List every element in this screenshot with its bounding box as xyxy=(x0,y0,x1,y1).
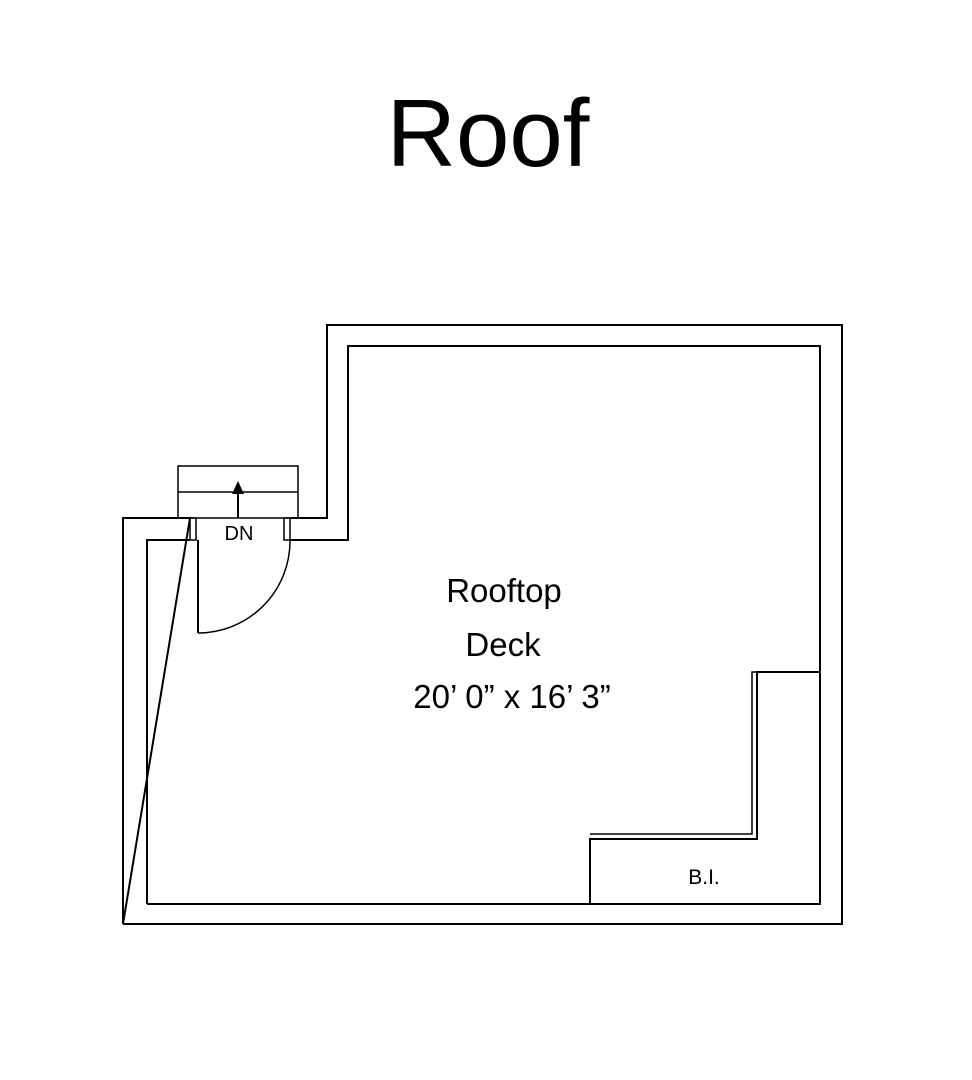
built-in-unit-inner xyxy=(590,671,820,835)
stair-label: DN xyxy=(225,523,254,545)
outer-wall xyxy=(122,324,843,925)
stair-arrow-head xyxy=(232,481,244,494)
inner-wall xyxy=(146,345,821,905)
door-swing-arc xyxy=(197,540,291,634)
room-name-line2: Deck xyxy=(465,626,541,663)
built-in-label: B.I. xyxy=(688,866,720,889)
room-dimensions: 20’ 0” x 16’ 3” xyxy=(413,678,610,715)
room-name-line1: Rooftop xyxy=(446,572,562,609)
plan-title: Roof xyxy=(387,80,590,187)
door-jamb-right-detail xyxy=(283,517,290,541)
door-jamb-left-detail xyxy=(190,517,197,541)
